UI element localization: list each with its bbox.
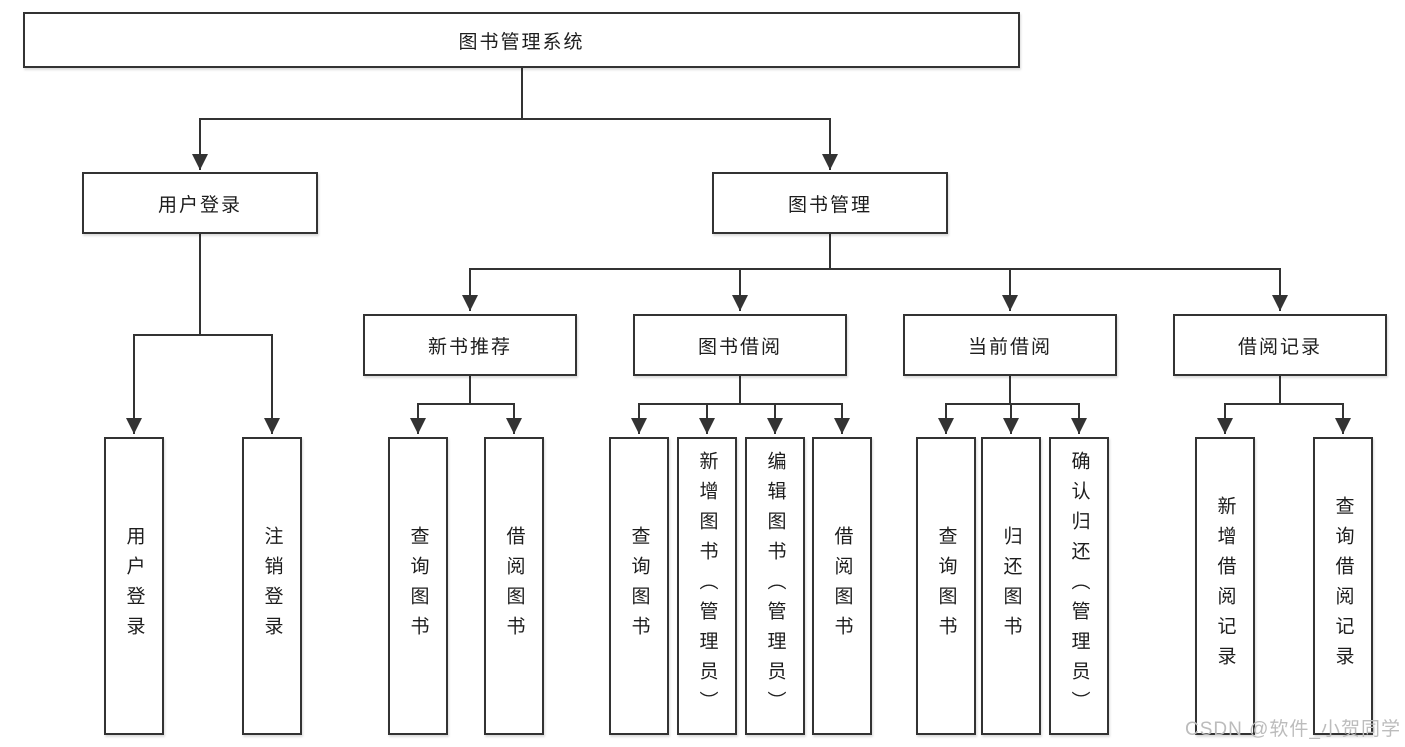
node-book-borrowing: 图书借阅	[633, 314, 847, 376]
leaf-add-borrowing-record: 新增借阅记录	[1195, 437, 1255, 735]
leaf-confirm-return-admin: 确认归还（管理员）	[1049, 437, 1109, 735]
leaf-borrow-books-borrowing: 借阅图书	[812, 437, 872, 735]
leaf-edit-books-admin: 编辑图书（管理员）	[745, 437, 805, 735]
node-user-login: 用户登录	[82, 172, 318, 234]
leaf-query-books-borrowing: 查询图书	[609, 437, 669, 735]
node-borrowing-records: 借阅记录	[1173, 314, 1387, 376]
leaf-query-borrowing-record: 查询借阅记录	[1313, 437, 1373, 735]
leaf-query-books-recommendation: 查询图书	[388, 437, 448, 735]
leaf-return-books: 归还图书	[981, 437, 1041, 735]
leaf-query-books-current: 查询图书	[916, 437, 976, 735]
leaf-user-login: 用户登录	[104, 437, 164, 735]
node-book-management: 图书管理	[712, 172, 948, 234]
leaf-logout: 注销登录	[242, 437, 302, 735]
leaf-borrow-books-recommendation: 借阅图书	[484, 437, 544, 735]
node-root-system: 图书管理系统	[23, 12, 1020, 68]
node-new-book-recommendation: 新书推荐	[363, 314, 577, 376]
node-current-borrowing: 当前借阅	[903, 314, 1117, 376]
leaf-add-books-admin: 新增图书（管理员）	[677, 437, 737, 735]
